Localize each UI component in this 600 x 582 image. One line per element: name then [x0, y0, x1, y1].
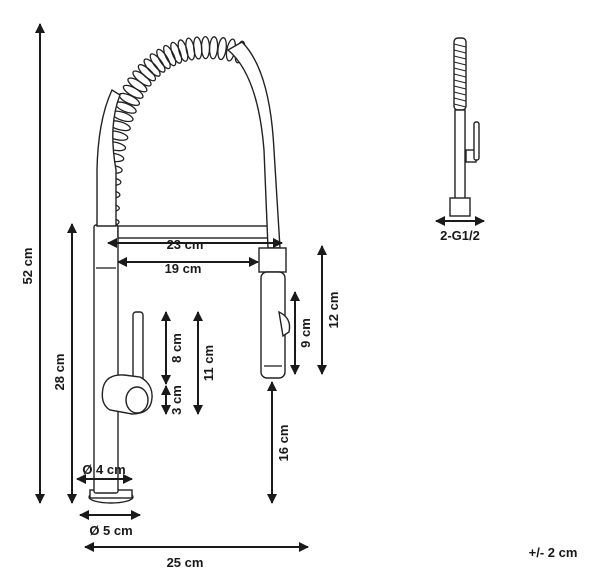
- coil-ring: [143, 58, 161, 77]
- label-sprayer-clearance: 16 cm: [276, 425, 291, 462]
- side-handle-lever: [473, 121, 480, 161]
- side-coil-line: [453, 103, 467, 108]
- side-coil-lines: [453, 43, 467, 108]
- label-sprayer-total: 12 cm: [326, 292, 341, 329]
- label-handle-total: 11 cm: [201, 345, 216, 381]
- label-base-outer: Ø 5 cm: [89, 523, 132, 538]
- side-base: [449, 197, 471, 217]
- side-coil-line: [453, 55, 467, 60]
- label-lever: 8 cm: [169, 333, 184, 363]
- sprayer-button: [278, 310, 291, 338]
- label-reach-inner: 19 cm: [165, 261, 202, 276]
- coil-ring: [177, 39, 189, 62]
- faucet-drawing: [88, 35, 291, 504]
- label-total-height: 52 cm: [20, 248, 35, 285]
- label-body-height: 28 cm: [52, 354, 67, 391]
- body-tube: [93, 224, 119, 494]
- label-tolerance: +/- 2 cm: [529, 545, 578, 560]
- label-base-inner: Ø 4 cm: [82, 462, 125, 477]
- label-sprayer-lower: 9 cm: [298, 318, 313, 348]
- coil-ring: [163, 44, 177, 67]
- label-total-width: 25 cm: [167, 555, 204, 570]
- sprayer-holder: [258, 247, 287, 273]
- side-coil-line: [453, 73, 467, 78]
- dimension-labels: 52 cm 28 cm 23 cm 19 cm 8 cm 3 cm 11 cm …: [20, 237, 341, 570]
- side-body: [454, 109, 466, 201]
- coil-ring: [170, 41, 183, 64]
- coil-ring: [217, 37, 227, 61]
- side-coil-line: [453, 49, 467, 54]
- coil-ring: [200, 35, 211, 60]
- side-coil-line: [453, 67, 467, 72]
- coil-ring: [149, 53, 166, 73]
- side-view-drawing: 2-G1/2: [435, 37, 485, 243]
- dimension-lines: [35, 23, 327, 552]
- label-handle-base: 3 cm: [169, 385, 184, 415]
- handle-cap: [125, 386, 149, 414]
- side-coil-line: [453, 61, 467, 66]
- label-reach-outer: 23 cm: [167, 237, 204, 252]
- handle-lever: [132, 311, 144, 385]
- side-coil-line: [453, 79, 467, 84]
- sprayer-hose: [226, 41, 281, 249]
- upper-tube: [96, 88, 121, 227]
- side-coil-line: [453, 97, 467, 102]
- spring-coil: [96, 35, 246, 227]
- label-connection: 2-G1/2: [440, 228, 480, 243]
- side-coil-line: [453, 43, 467, 48]
- coil-ring: [156, 48, 171, 70]
- side-coil-line: [453, 85, 467, 90]
- coil-ring: [137, 64, 157, 82]
- side-coil-line: [453, 91, 467, 96]
- coil-ring: [208, 36, 219, 60]
